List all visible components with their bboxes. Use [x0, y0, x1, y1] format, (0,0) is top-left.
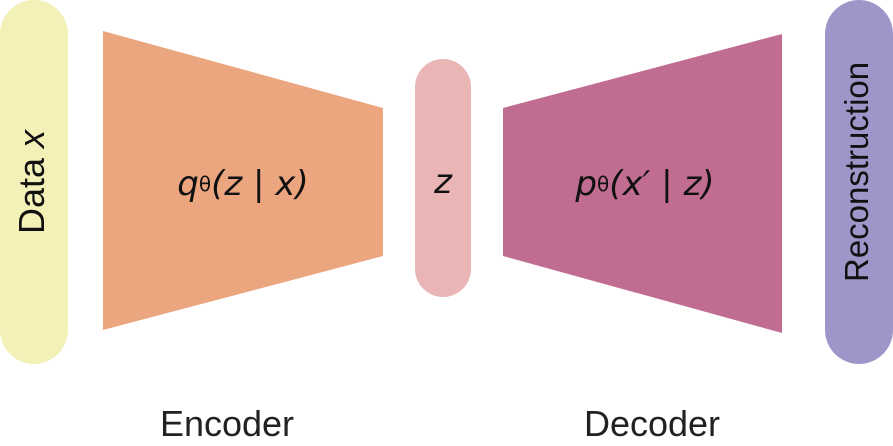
latent-var: z: [434, 162, 452, 202]
reconstruction-label-text: Reconstruction: [838, 61, 875, 282]
encoder-func: q: [177, 164, 199, 204]
reconstruction-label: Reconstruction: [838, 62, 878, 282]
encoder-caption: Encoder: [159, 403, 295, 444]
latent-block: [415, 59, 471, 297]
decoder-caption: Decoder: [583, 403, 721, 444]
latent-label: z: [415, 160, 471, 204]
data-label-text: Data: [11, 147, 52, 235]
data-label: Data x: [11, 97, 54, 267]
reconstruction-block: [825, 0, 893, 364]
encoder-args: (z | x): [211, 164, 309, 204]
decoder-args: (x′ | z): [609, 164, 715, 204]
encoder-subscript: θ: [198, 172, 212, 196]
decoder-func: p: [575, 164, 598, 204]
data-label-var: x: [11, 129, 52, 148]
decoder-trapezoid: [503, 34, 782, 333]
decoder-subscript: θ: [597, 172, 610, 196]
data-block: [0, 0, 68, 364]
encoder-trapezoid: [103, 31, 383, 330]
